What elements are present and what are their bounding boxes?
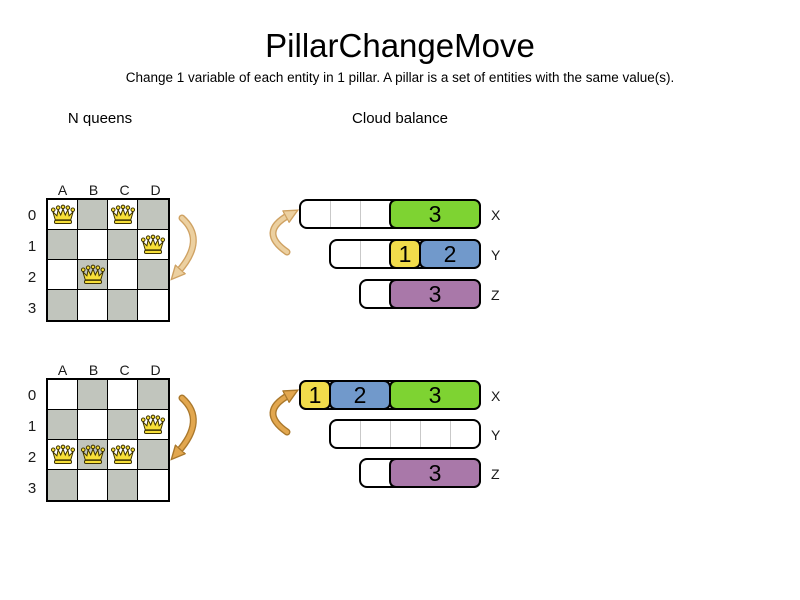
board-cell (48, 470, 78, 500)
column-label-before: C (119, 182, 131, 198)
board-cell (138, 440, 168, 470)
board-cell (138, 410, 168, 440)
capacity-tick (330, 201, 331, 227)
board-cell (48, 200, 78, 230)
board-cell (108, 230, 138, 260)
board-cell (48, 230, 78, 260)
machine-label-y: Y (491, 427, 501, 443)
queen-icon (110, 444, 135, 464)
queen-icon (80, 264, 105, 284)
board-cell (138, 230, 168, 260)
chessboard-before (46, 198, 170, 322)
row-label-after: 0 (27, 387, 37, 404)
column-label-before: A (57, 182, 69, 198)
capacity-tick (420, 421, 421, 447)
process-block-3: 3 (389, 380, 481, 410)
board-cell (48, 380, 78, 410)
capacity-tick (360, 421, 361, 447)
process-block-1: 1 (299, 380, 331, 410)
move-arrow-nqueens-before-icon (170, 214, 197, 288)
process-block-3: 3 (389, 458, 481, 488)
column-label-before: B (88, 182, 100, 198)
process-block-3: 3 (389, 199, 481, 229)
column-label-after: D (150, 362, 162, 378)
process-block-2: 2 (329, 380, 391, 410)
board-cell (138, 200, 168, 230)
machine-label-y: Y (491, 247, 501, 263)
process-block-2: 2 (419, 239, 481, 269)
row-label-before: 1 (27, 238, 37, 255)
board-cell (108, 290, 138, 320)
board-cell (138, 290, 168, 320)
cloud-balance-heading: Cloud balance (352, 110, 448, 127)
column-label-after: A (57, 362, 69, 378)
machine-label-z: Z (491, 466, 500, 482)
board-cell (48, 440, 78, 470)
queen-icon (50, 444, 75, 464)
board-cell (108, 260, 138, 290)
capacity-tick (390, 421, 391, 447)
board-cell (138, 260, 168, 290)
board-cell (78, 470, 108, 500)
machine-bar-y-after (329, 419, 481, 449)
board-cell (78, 230, 108, 260)
row-label-after: 3 (27, 480, 37, 497)
board-cell (78, 410, 108, 440)
capacity-tick (360, 241, 361, 267)
queen-icon (110, 204, 135, 224)
row-label-before: 2 (27, 269, 37, 286)
board-cell (78, 290, 108, 320)
page-subtitle: Change 1 variable of each entity in 1 pi… (125, 70, 675, 85)
board-cell (108, 440, 138, 470)
capacity-tick (360, 201, 361, 227)
board-cell (138, 470, 168, 500)
queen-icon (50, 204, 75, 224)
board-cell (48, 410, 78, 440)
board-cell (78, 380, 108, 410)
board-cell (78, 200, 108, 230)
move-arrow-cloud-after-icon (269, 386, 300, 436)
machine-label-x: X (491, 388, 501, 404)
board-cell (48, 290, 78, 320)
move-arrow-cloud-before-icon (269, 206, 300, 256)
board-cell (108, 380, 138, 410)
nqueens-heading: N queens (67, 110, 133, 127)
row-label-after: 1 (27, 418, 37, 435)
row-label-before: 0 (27, 207, 37, 224)
column-label-before: D (150, 182, 162, 198)
board-cell (108, 200, 138, 230)
board-cell (108, 410, 138, 440)
queen-icon (80, 444, 105, 464)
move-arrow-nqueens-after-icon (170, 394, 197, 468)
chessboard-after (46, 378, 170, 502)
row-label-before: 3 (27, 300, 37, 317)
board-cell (48, 260, 78, 290)
row-label-after: 2 (27, 449, 37, 466)
board-cell (108, 470, 138, 500)
machine-label-x: X (491, 207, 501, 223)
machine-label-z: Z (491, 287, 500, 303)
board-cell (78, 260, 108, 290)
board-cell (138, 380, 168, 410)
process-block-3: 3 (389, 279, 481, 309)
capacity-tick (450, 421, 451, 447)
column-label-after: B (88, 362, 100, 378)
queen-icon (140, 234, 166, 254)
board-cell (78, 440, 108, 470)
process-block-1: 1 (389, 239, 421, 269)
column-label-after: C (119, 362, 131, 378)
queen-icon (140, 414, 166, 434)
page-title: PillarChangeMove (265, 27, 535, 64)
